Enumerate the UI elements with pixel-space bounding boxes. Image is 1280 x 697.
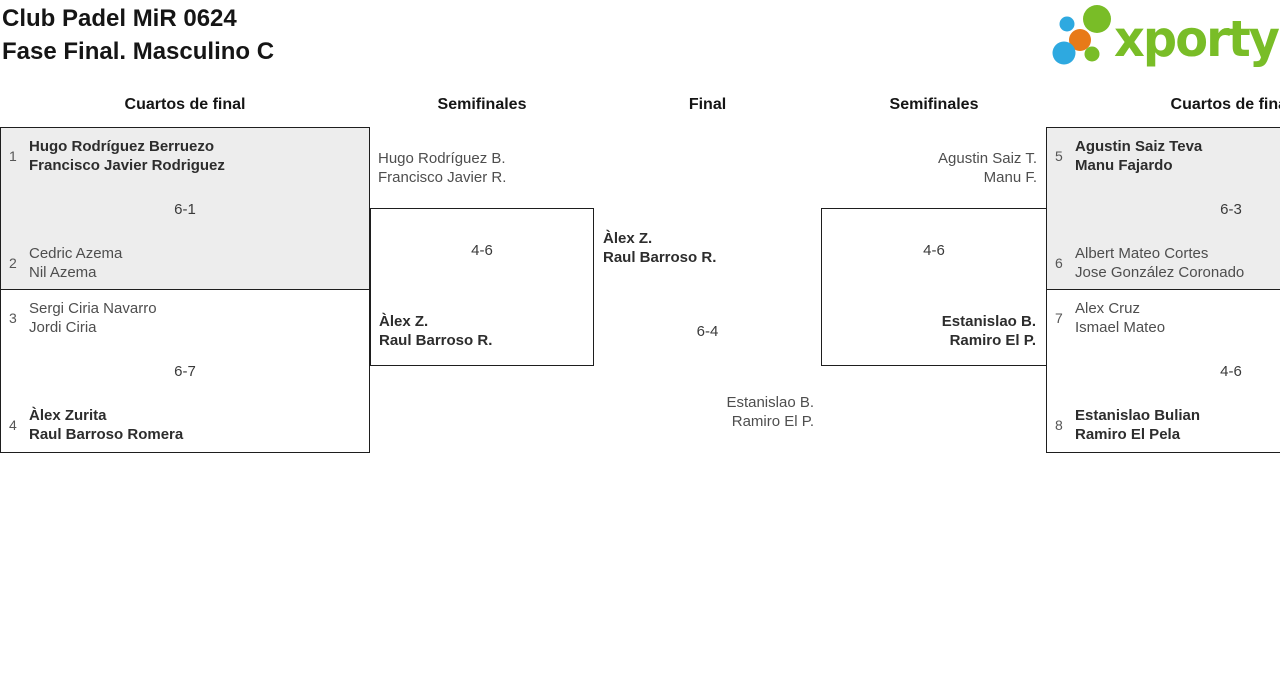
player-name: Estanislao B. [941, 313, 1036, 330]
match-box-qf-left-2: 3 Sergi Ciria Navarro Jordi Ciria 6-7 4 … [0, 289, 370, 453]
sf-left-team-top: Hugo Rodríguez B. Francisco Javier R. [378, 149, 506, 187]
team-row: 6 Albert Mateo Cortes Jose González Coro… [1055, 244, 1244, 282]
xporty-logo[interactable]: xporty [1048, 2, 1280, 68]
seed-number: 1 [9, 148, 17, 164]
player-name: Sergi Ciria Navarro [29, 300, 157, 317]
logo-dot-blue-small [1059, 16, 1075, 32]
match-box-qf-right-1: 5 Agustin Saiz Teva Manu Fajardo 6-3 6 A… [1046, 127, 1280, 290]
player-name: Cedric Azema [29, 245, 123, 262]
logo-dot-orange [1069, 29, 1091, 51]
team-names-winner: Hugo Rodríguez Berruezo Francisco Javier… [29, 137, 225, 175]
match-box-qf-left-1: 1 Hugo Rodríguez Berruezo Francisco Javi… [0, 127, 370, 290]
team-names-loser: Sergi Ciria Navarro Jordi Ciria [29, 299, 157, 337]
player-name: Hugo Rodríguez Berruezo [29, 138, 215, 155]
seed-number: 8 [1055, 417, 1063, 433]
match-score: 4-6 [923, 242, 945, 259]
team-row: 5 Agustin Saiz Teva Manu Fajardo [1055, 137, 1202, 175]
player-name: Àlex Z. [603, 230, 653, 247]
player-name: Estanislao Bulian [1075, 407, 1201, 424]
seed-number: 6 [1055, 255, 1063, 271]
player-name: Francisco Javier Rodriguez [29, 157, 225, 174]
match-box-qf-right-2: 7 Alex Cruz Ismael Mateo 4-6 8 Estanisla… [1046, 289, 1280, 453]
seed-number: 7 [1055, 310, 1063, 326]
logo-wordmark: xporty [1114, 10, 1279, 68]
round-header-quarterfinals-right: Cuartos de final [1170, 96, 1280, 113]
player-name: Nil Azema [29, 264, 97, 281]
match-score: 6-1 [174, 201, 196, 218]
round-header-semifinals-right: Semifinales [889, 96, 979, 113]
player-name: Jose González Coronado [1075, 264, 1245, 281]
round-header-final: Final [688, 96, 727, 113]
player-name: Agustin Saiz T. [938, 150, 1037, 167]
player-name: Raul Barroso Romera [29, 426, 184, 443]
team-names-winner: Estanislao Bulian Ramiro El Pela [1075, 406, 1200, 444]
round-header-semifinals-left: Semifinales [437, 96, 527, 113]
seed-number: 5 [1055, 148, 1063, 164]
team-names-winner: Agustin Saiz Teva Manu Fajardo [1075, 137, 1202, 175]
match-score: 4-6 [471, 242, 493, 259]
final-team-loser: Estanislao B. Ramiro El P. [614, 393, 814, 431]
player-name: Albert Mateo Cortes [1075, 245, 1209, 262]
match-box-sf-left: 4-6 Àlex Z. Raul Barroso R. [370, 208, 594, 366]
team-row: 8 Estanislao Bulian Ramiro El Pela [1055, 406, 1200, 444]
seed-number: 2 [9, 255, 17, 271]
team-row: 7 Alex Cruz Ismael Mateo [1055, 299, 1165, 337]
player-name: Jordi Ciria [29, 319, 97, 336]
player-name: Agustin Saiz Teva [1075, 138, 1203, 155]
match-box-sf-right: 4-6 Estanislao B. Ramiro El P. [821, 208, 1047, 366]
team-names-loser: Albert Mateo Cortes Jose González Corona… [1075, 244, 1244, 282]
player-name: Ismael Mateo [1075, 319, 1166, 336]
match-score: 6-7 [174, 363, 196, 380]
seed-number: 3 [9, 310, 17, 326]
sf-right-team-top: Agustin Saiz T. Manu F. [837, 149, 1037, 187]
player-name: Manu F. [983, 169, 1037, 186]
team-names-winner: Àlex Z. Raul Barroso R. [379, 312, 492, 350]
phase-name: Fase Final. Masculino C [2, 38, 275, 65]
player-name: Alex Cruz [1075, 300, 1141, 317]
team-row: 4 Àlex Zurita Raul Barroso Romera [9, 406, 183, 444]
player-name: Ramiro El P. [949, 332, 1036, 349]
final-score: 6-4 [696, 323, 719, 340]
team-names-winner: Estanislao B. Ramiro El P. [942, 312, 1036, 350]
player-name: Estanislao B. [726, 394, 814, 411]
team-names-loser: Alex Cruz Ismael Mateo [1075, 299, 1165, 337]
page-title: Club Padel MiR 0624 Fase Final. Masculin… [2, 2, 274, 68]
team-row: 3 Sergi Ciria Navarro Jordi Ciria [9, 299, 157, 337]
team-names-loser: Cedric Azema Nil Azema [29, 244, 122, 282]
player-name: Ramiro El P. [731, 413, 814, 430]
team-row: 1 Hugo Rodríguez Berruezo Francisco Javi… [9, 137, 225, 175]
team-names-winner: Àlex Zurita Raul Barroso Romera [29, 406, 183, 444]
player-name: Àlex Z. [379, 313, 429, 330]
match-score: 6-3 [1220, 201, 1242, 218]
xporty-logo-image: xporty [1052, 5, 1280, 68]
logo-dot-green-small [1084, 46, 1100, 62]
player-name: Francisco Javier R. [378, 169, 507, 186]
round-header-quarterfinals-left: Cuartos de final [124, 96, 246, 113]
player-name: Hugo Rodríguez B. [378, 150, 506, 167]
final-team-winner: Àlex Z. Raul Barroso R. [603, 229, 716, 267]
player-name: Ramiro El Pela [1075, 426, 1181, 443]
tournament-name: Club Padel MiR 0624 [2, 5, 237, 32]
player-name: Raul Barroso R. [603, 249, 717, 266]
match-score: 4-6 [1220, 363, 1242, 380]
team-row: 2 Cedric Azema Nil Azema [9, 244, 122, 282]
player-name: Manu Fajardo [1075, 157, 1173, 174]
logo-dot-blue-large [1052, 41, 1076, 65]
player-name: Àlex Zurita [29, 407, 107, 424]
seed-number: 4 [9, 417, 17, 433]
player-name: Raul Barroso R. [379, 332, 493, 349]
logo-dot-green-large [1083, 5, 1111, 33]
